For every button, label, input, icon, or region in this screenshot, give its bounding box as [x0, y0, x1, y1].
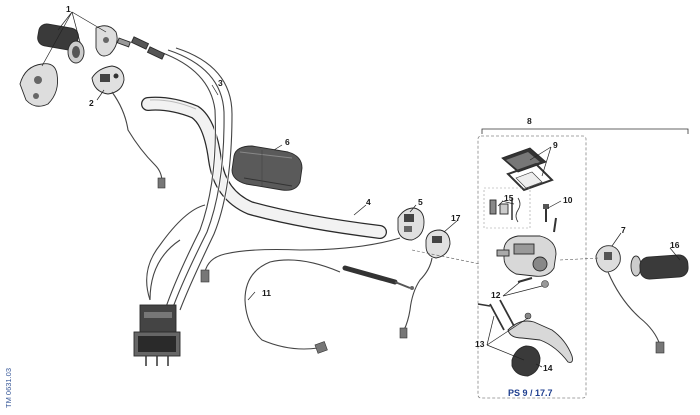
callout-16: 16 — [670, 240, 680, 250]
handlebar-pad — [231, 145, 303, 191]
master-cylinder-group — [477, 147, 573, 377]
handlebar — [141, 96, 387, 239]
right-throttle-grip — [595, 245, 689, 280]
callout-3: 3 — [218, 78, 223, 88]
group-reference-label: PS 9 / 17.7 — [508, 388, 553, 398]
callout-7: 7 — [621, 225, 626, 235]
callout-17: 17 — [451, 213, 461, 223]
left-switch-plug — [157, 177, 166, 189]
callout-14: 14 — [543, 363, 553, 373]
group-bracket-8 — [477, 128, 689, 399]
switch-wire-17 — [403, 257, 433, 331]
leader-lines — [41, 11, 681, 368]
alignment-line — [411, 249, 601, 265]
left-grip — [19, 23, 166, 107]
cable-bundle — [146, 46, 234, 311]
callout-1: 1 — [66, 4, 71, 14]
callout-13: 13 — [475, 339, 485, 349]
callout-10: 10 — [563, 195, 573, 205]
left-switch-wire — [111, 91, 163, 183]
connector-block — [133, 304, 181, 366]
side-code: TM 0631.03 — [4, 368, 13, 408]
callout-4: 4 — [366, 197, 371, 207]
left-switch — [91, 65, 125, 95]
callouts: 1 2 3 4 5 6 7 8 9 10 11 12 13 14 15 16 1… — [66, 4, 680, 373]
handlebar-wire-plug — [200, 269, 210, 283]
callout-6: 6 — [285, 137, 290, 147]
handlebar-wire — [204, 237, 401, 273]
callout-9: 9 — [553, 140, 558, 150]
switch-plug-17 — [399, 327, 408, 339]
callout-11: 11 — [262, 288, 271, 298]
throttle-wire — [607, 271, 661, 346]
throttle-plug — [655, 341, 665, 354]
callout-2: 2 — [89, 98, 94, 108]
right-switch — [397, 207, 425, 241]
clutch-cable — [243, 258, 414, 354]
callout-12: 12 — [491, 290, 501, 300]
callout-8: 8 — [527, 116, 532, 126]
callout-5: 5 — [418, 197, 423, 207]
callout-15: 15 — [504, 193, 514, 203]
engine-stop-switch — [425, 229, 451, 259]
